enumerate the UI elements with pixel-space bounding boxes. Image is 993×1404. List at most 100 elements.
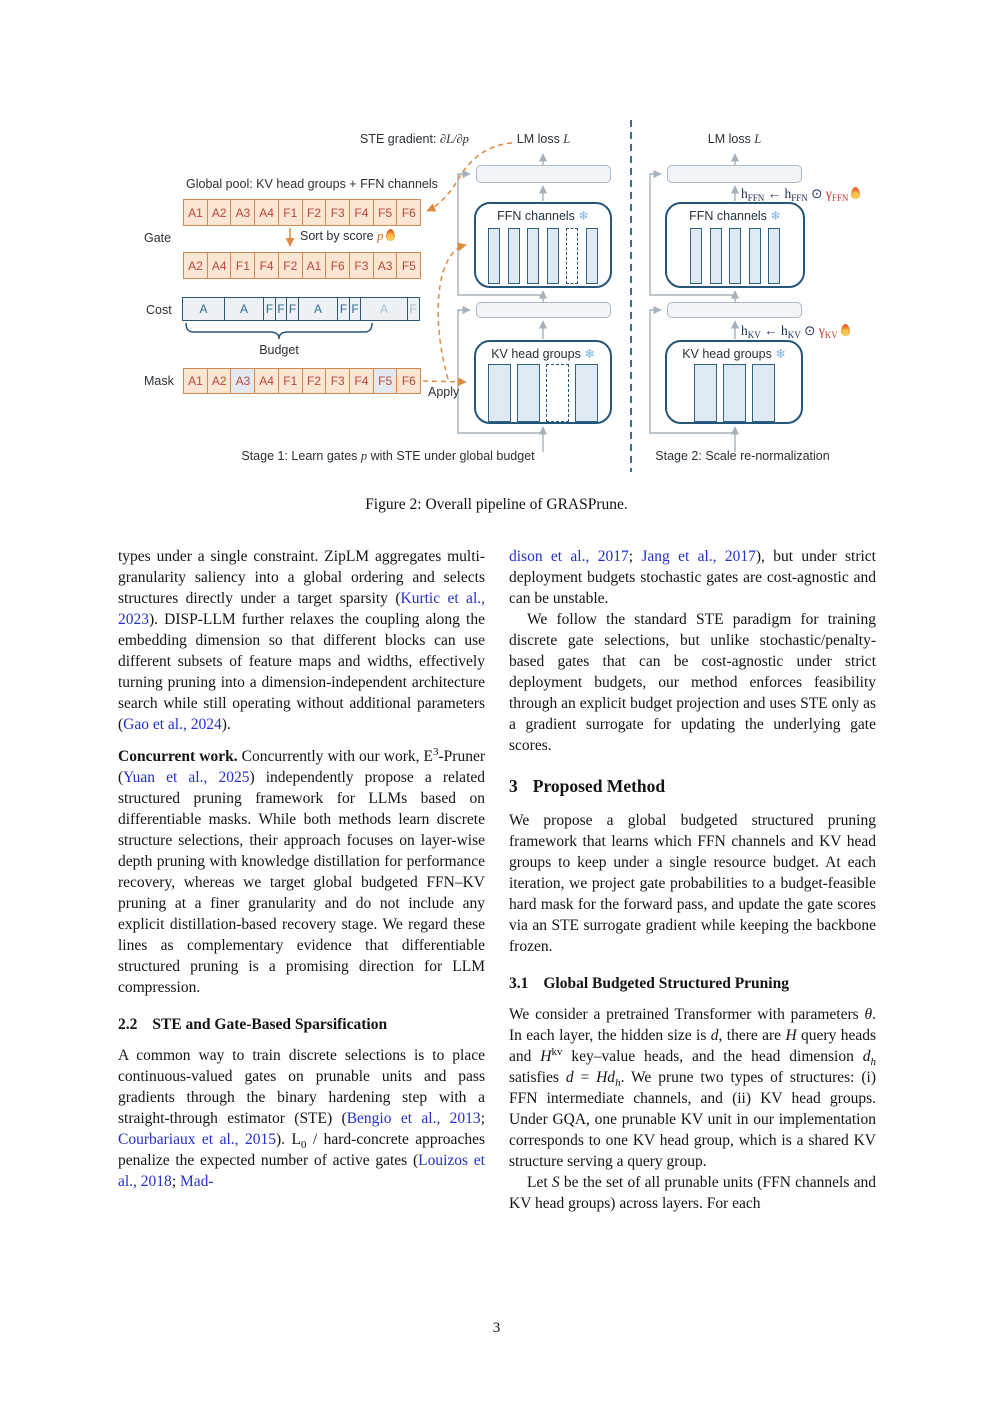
lm-loss-label-stage1: LM loss L <box>516 132 571 146</box>
gate-cell: F4 <box>348 199 374 226</box>
lm-loss-label-stage2: LM loss L <box>707 132 762 146</box>
paragraph: dison et al., 2017; Jang et al., 2017), … <box>509 548 876 607</box>
gate-cell: F3 <box>325 199 351 226</box>
gate-cell: A2 <box>183 252 208 279</box>
global-pool-label: Global pool: KV head groups + FFN channe… <box>186 177 438 191</box>
apply-mask-arrow <box>422 377 467 387</box>
gate-cell: F1 <box>277 199 303 226</box>
left-column: types under a single constraint. ZipLM a… <box>118 546 485 1192</box>
sort-by-score-label: Sort by score p <box>300 229 396 244</box>
flame-icon <box>386 229 396 241</box>
mask-cell: A2 <box>206 368 232 394</box>
cost-segment: A <box>182 297 225 321</box>
ffn-renorm-formula: hFFN ← hFFN ⊙ γFFN <box>741 186 861 203</box>
kv-head-groups-label: KV head groups ❄ <box>491 347 595 361</box>
snowflake-icon: ❄ <box>578 209 589 223</box>
citation-link[interactable]: Bengio et al., 2013 <box>346 1110 481 1127</box>
citation-link[interactable]: Courbariaux et al., 2015 <box>118 1131 276 1148</box>
section-heading-2-2: 2.2 STE and Gate-Based Sparsification <box>118 1014 485 1035</box>
apply-label: Apply <box>428 385 460 399</box>
cost-segment: F <box>406 297 420 321</box>
citation-link[interactable]: Gao et al., 2024 <box>123 716 222 733</box>
stage2-caption: Stage 2: Scale re-normalization <box>655 449 830 463</box>
gate-cell: F5 <box>372 199 398 226</box>
snowflake-icon: ❄ <box>770 209 781 223</box>
figure-2-pipeline: STE gradient: ∂L/∂p LM loss L LM loss L … <box>0 0 993 540</box>
gate-cell: F1 <box>230 252 256 279</box>
flame-icon <box>851 187 861 199</box>
budget-label: Budget <box>259 343 299 357</box>
gate-cell: A1 <box>301 252 327 279</box>
gate-cell: F6 <box>325 252 351 279</box>
ffn-bars <box>667 228 803 284</box>
snowflake-icon: ❄ <box>584 347 595 361</box>
kv-renorm-formula: hKV ← hKV ⊙ γKV <box>741 323 850 340</box>
layer-block <box>667 302 802 318</box>
mask-cell: F2 <box>301 368 327 394</box>
cost-segment: A <box>223 297 265 321</box>
paragraph: We consider a pretrained Transformer wit… <box>509 1006 877 1170</box>
layer-block <box>476 302 611 318</box>
mask-cell: A1 <box>183 368 208 394</box>
citation-link[interactable]: Louizos et al., 2018 <box>118 1152 485 1190</box>
pruned-channel-bar <box>566 228 579 284</box>
gate-cell: F2 <box>277 252 303 279</box>
section-number: 3.1 <box>509 975 529 992</box>
mask-cell: A4 <box>254 368 280 394</box>
page-number: 3 <box>492 1320 501 1336</box>
paragraph: types under a single constraint. ZipLM a… <box>118 548 485 733</box>
mask-cell: F5 <box>372 368 398 394</box>
gate-cell: F5 <box>396 252 422 279</box>
citation-link[interactable]: Yuan et al., 2025 <box>123 769 250 786</box>
gate-cell: A3 <box>230 199 256 226</box>
cost-segment: A <box>297 297 339 321</box>
layer-block <box>476 165 611 183</box>
kv-bars <box>476 364 610 422</box>
kv-head-groups-label: KV head groups ❄ <box>682 347 786 361</box>
kv-head-groups-box-stage1: KV head groups ❄ <box>474 340 612 424</box>
gate-cell: F4 <box>254 252 280 279</box>
cost-label: Cost <box>146 303 172 317</box>
layer-block <box>667 165 802 183</box>
gate-label: Gate <box>144 231 172 245</box>
mask-cell: F3 <box>325 368 351 394</box>
budget-brace <box>185 322 373 340</box>
stage1-caption: Stage 1: Learn gates p with STE under gl… <box>241 449 535 463</box>
figure-connectors <box>185 120 740 472</box>
section-number: 3 <box>509 776 518 796</box>
ffn-channels-box-stage2: FFN channels ❄ <box>665 202 805 288</box>
gate-cell: F6 <box>396 199 422 226</box>
ste-gradient-arrow <box>426 142 513 212</box>
paragraph: We follow the standard STE paradigm for … <box>509 611 876 754</box>
mask-cell: F6 <box>396 368 422 394</box>
section-title: STE and Gate-Based Sparsification <box>152 1016 388 1033</box>
section-number: 2.2 <box>118 1016 138 1033</box>
kv-head-groups-box-stage2: KV head groups ❄ <box>665 340 803 424</box>
mask-cell: F4 <box>348 368 374 394</box>
ffn-channels-box-stage1: FFN channels ❄ <box>474 202 612 288</box>
paragraph: We propose a global budgeted structured … <box>509 812 876 955</box>
figure-caption: Figure 2: Overall pipeline of GRASPrune. <box>365 496 628 513</box>
mask-cell: A3 <box>230 368 256 394</box>
ffn-bars <box>476 228 610 284</box>
mask-label: Mask <box>144 374 174 388</box>
citation-link[interactable]: Jang et al., 2017 <box>641 548 756 565</box>
citation-link[interactable]: Mad- <box>180 1173 214 1190</box>
gate-cell: A4 <box>206 252 232 279</box>
section-title: Global Budgeted Structured Pruning <box>543 975 789 992</box>
ffn-channels-label: FFN channels ❄ <box>497 209 589 223</box>
flame-icon <box>840 324 850 336</box>
paragraph-concurrent-work: Concurrent work. Concurrently with our w… <box>118 745 485 996</box>
snowflake-icon: ❄ <box>775 347 786 361</box>
cost-segment: A <box>360 297 408 321</box>
citation-link[interactable]: dison et al., 2017 <box>509 548 629 565</box>
gate-cell: F2 <box>301 199 327 226</box>
right-column: dison et al., 2017; Jang et al., 2017), … <box>509 546 876 1214</box>
citation-link[interactable]: Kurtic et al., 2023 <box>118 590 485 628</box>
